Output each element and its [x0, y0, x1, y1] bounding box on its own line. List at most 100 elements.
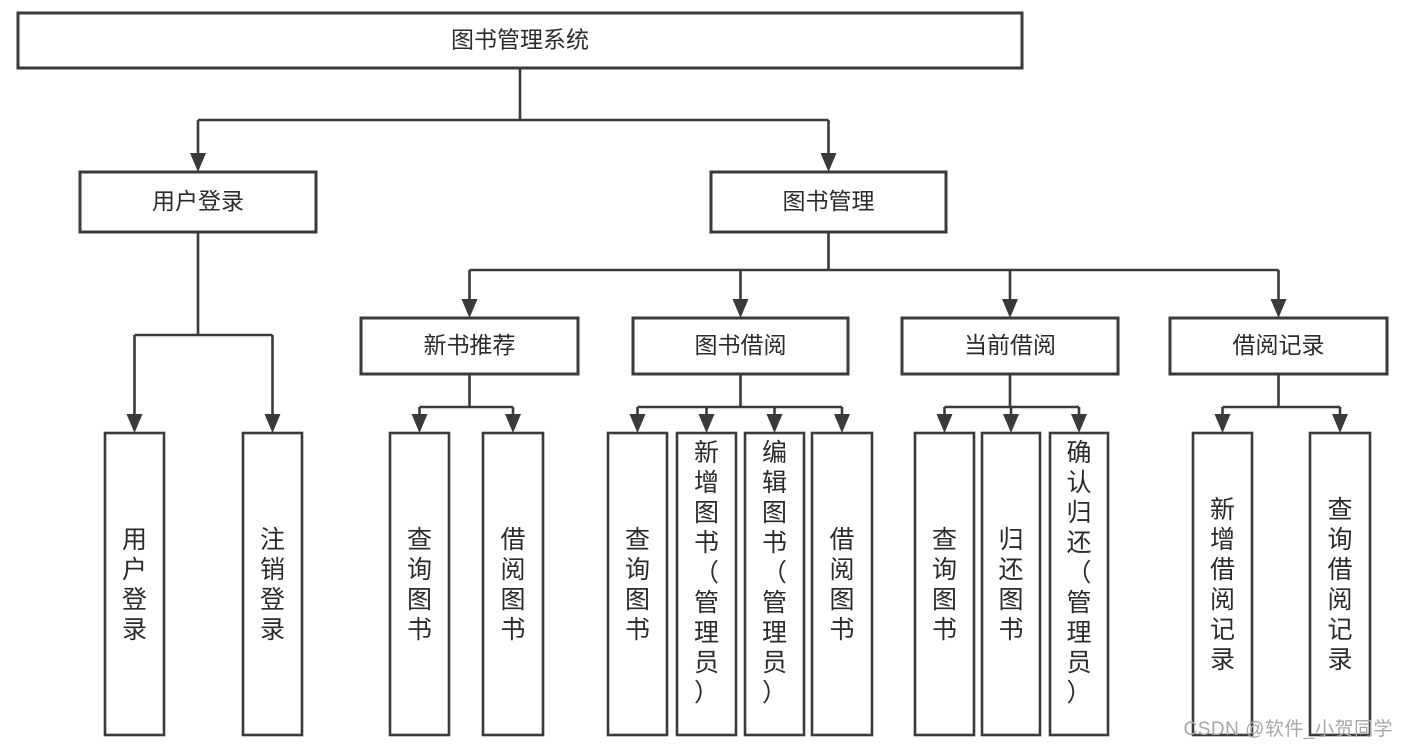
node-box[interactable]: [241, 431, 304, 737]
connector-root-to-level2-1: [820, 120, 837, 172]
node-label: 归还图书: [998, 526, 1023, 644]
node-box[interactable]: [606, 431, 669, 737]
connector-leaf-arrow-2-2: [766, 407, 783, 433]
arrow-head-icon: [698, 414, 715, 433]
arrow-head-icon: [1332, 414, 1348, 433]
node-root-0[interactable]: 图书管理系统: [16, 11, 1024, 70]
arrow-head-icon: [1002, 299, 1018, 318]
node-leaf-0[interactable]: 用户登录: [103, 431, 166, 737]
node-box[interactable]: [388, 431, 451, 737]
node-level3-2[interactable]: 当前借阅: [900, 316, 1120, 376]
arrow-head-icon: [834, 414, 850, 433]
node-label: 用户登录: [122, 526, 147, 644]
node-label: 图书管理: [783, 188, 875, 214]
node-label: 确认归还（管理员）: [1066, 439, 1091, 707]
arrow-head-icon: [1270, 299, 1287, 318]
arrow-head-icon: [936, 414, 953, 433]
node-label: 图书管理系统: [451, 27, 589, 53]
node-box[interactable]: [913, 431, 976, 737]
connector-root-to-level2-0: [190, 120, 206, 172]
node-label: 图书借阅: [695, 332, 787, 358]
node-leaf-10[interactable]: 确认归还（管理员）: [1048, 431, 1110, 737]
node-box[interactable]: [675, 431, 738, 737]
node-label: 新增借阅记录: [1210, 496, 1235, 674]
node-label: 查询图书: [625, 526, 650, 644]
node-leaf-8[interactable]: 查询图书: [913, 431, 976, 737]
node-label: 新增图书（管理员）: [694, 439, 719, 707]
arrow-head-icon: [1214, 414, 1231, 433]
arrow-head-icon: [461, 299, 478, 318]
connector-leaf-arrow-2-3: [834, 407, 850, 433]
arrow-head-icon: [1003, 414, 1019, 433]
connector-leaf-arrow-0-0: [126, 335, 143, 433]
node-label: 用户登录: [152, 188, 244, 214]
connector-leaf-arrow-3-1: [1003, 407, 1019, 433]
node-label: 借阅记录: [1233, 332, 1325, 358]
node-label: 当前借阅: [964, 332, 1056, 358]
arrow-head-icon: [411, 414, 428, 433]
node-level2-1[interactable]: 图书管理: [709, 170, 948, 234]
node-box[interactable]: [1308, 431, 1372, 737]
arrow-head-icon: [629, 414, 646, 433]
node-leaf-9[interactable]: 归还图书: [980, 431, 1042, 737]
node-box[interactable]: [1168, 316, 1389, 376]
node-box[interactable]: [900, 316, 1120, 376]
node-label: 借阅图书: [829, 526, 854, 644]
connector-layer: [126, 68, 1348, 433]
node-level3-3[interactable]: 借阅记录: [1168, 316, 1389, 376]
node-level3-1[interactable]: 图书借阅: [631, 316, 850, 376]
connector-leaf-arrow-4-0: [1214, 407, 1231, 433]
connector-level2-to-level3-1: [732, 270, 749, 318]
node-label: 查询借阅记录: [1327, 496, 1352, 674]
arrow-head-icon: [190, 153, 206, 172]
connector-leaf-arrow-3-0: [936, 407, 953, 433]
node-leaf-4[interactable]: 查询图书: [606, 431, 669, 737]
connector-level2-to-level3-3: [1270, 270, 1287, 318]
node-label: 编辑图书（管理员）: [762, 439, 787, 707]
node-box[interactable]: [810, 431, 874, 737]
arrow-head-icon: [766, 414, 783, 433]
arrow-head-icon: [126, 414, 143, 433]
node-leaf-6[interactable]: 编辑图书（管理员）: [743, 431, 806, 737]
node-leaf-3[interactable]: 借阅图书: [481, 431, 545, 737]
node-box[interactable]: [16, 11, 1024, 70]
node-label: 注销登录: [260, 526, 285, 644]
node-box[interactable]: [103, 431, 166, 737]
node-leaf-11[interactable]: 新增借阅记录: [1191, 431, 1254, 737]
node-label: 借阅图书: [500, 526, 525, 644]
node-box[interactable]: [709, 170, 948, 234]
node-box[interactable]: [1191, 431, 1254, 737]
node-level3-0[interactable]: 新书推荐: [359, 316, 580, 376]
arrow-head-icon: [732, 299, 749, 318]
connector-leaf-arrow-3-2: [1071, 407, 1087, 433]
node-leaf-12[interactable]: 查询借阅记录: [1308, 431, 1372, 737]
connector-leaf-arrow-2-0: [629, 407, 646, 433]
node-box[interactable]: [1048, 431, 1110, 737]
node-box[interactable]: [980, 431, 1042, 737]
node-label: 新书推荐: [424, 332, 516, 358]
node-box[interactable]: [78, 170, 318, 234]
connector-leaf-arrow-4-1: [1332, 407, 1348, 433]
connector-level2-to-level3-0: [461, 270, 478, 318]
connector-leaf-arrow-2-1: [698, 407, 715, 433]
arrow-head-icon: [1071, 414, 1087, 433]
node-layer: 图书管理系统用户登录图书管理新书推荐图书借阅当前借阅借阅记录用户登录注销登录查询…: [16, 11, 1389, 737]
node-box[interactable]: [631, 316, 850, 376]
watermark: CSDN @软件_小贺同学: [1183, 719, 1393, 740]
node-leaf-2[interactable]: 查询图书: [388, 431, 451, 737]
node-leaf-7[interactable]: 借阅图书: [810, 431, 874, 737]
node-box[interactable]: [359, 316, 580, 376]
node-box[interactable]: [743, 431, 806, 737]
node-leaf-1[interactable]: 注销登录: [241, 431, 304, 737]
node-leaf-5[interactable]: 新增图书（管理员）: [675, 431, 738, 737]
arrow-head-icon: [264, 414, 281, 433]
arrow-head-icon: [820, 153, 837, 172]
node-level2-0[interactable]: 用户登录: [78, 170, 318, 234]
node-label: 查询图书: [932, 526, 957, 644]
connector-leaf-arrow-1-0: [411, 407, 428, 433]
node-box[interactable]: [481, 431, 545, 737]
node-label: 查询图书: [407, 526, 432, 644]
connector-level2-to-level3-2: [1002, 270, 1018, 318]
